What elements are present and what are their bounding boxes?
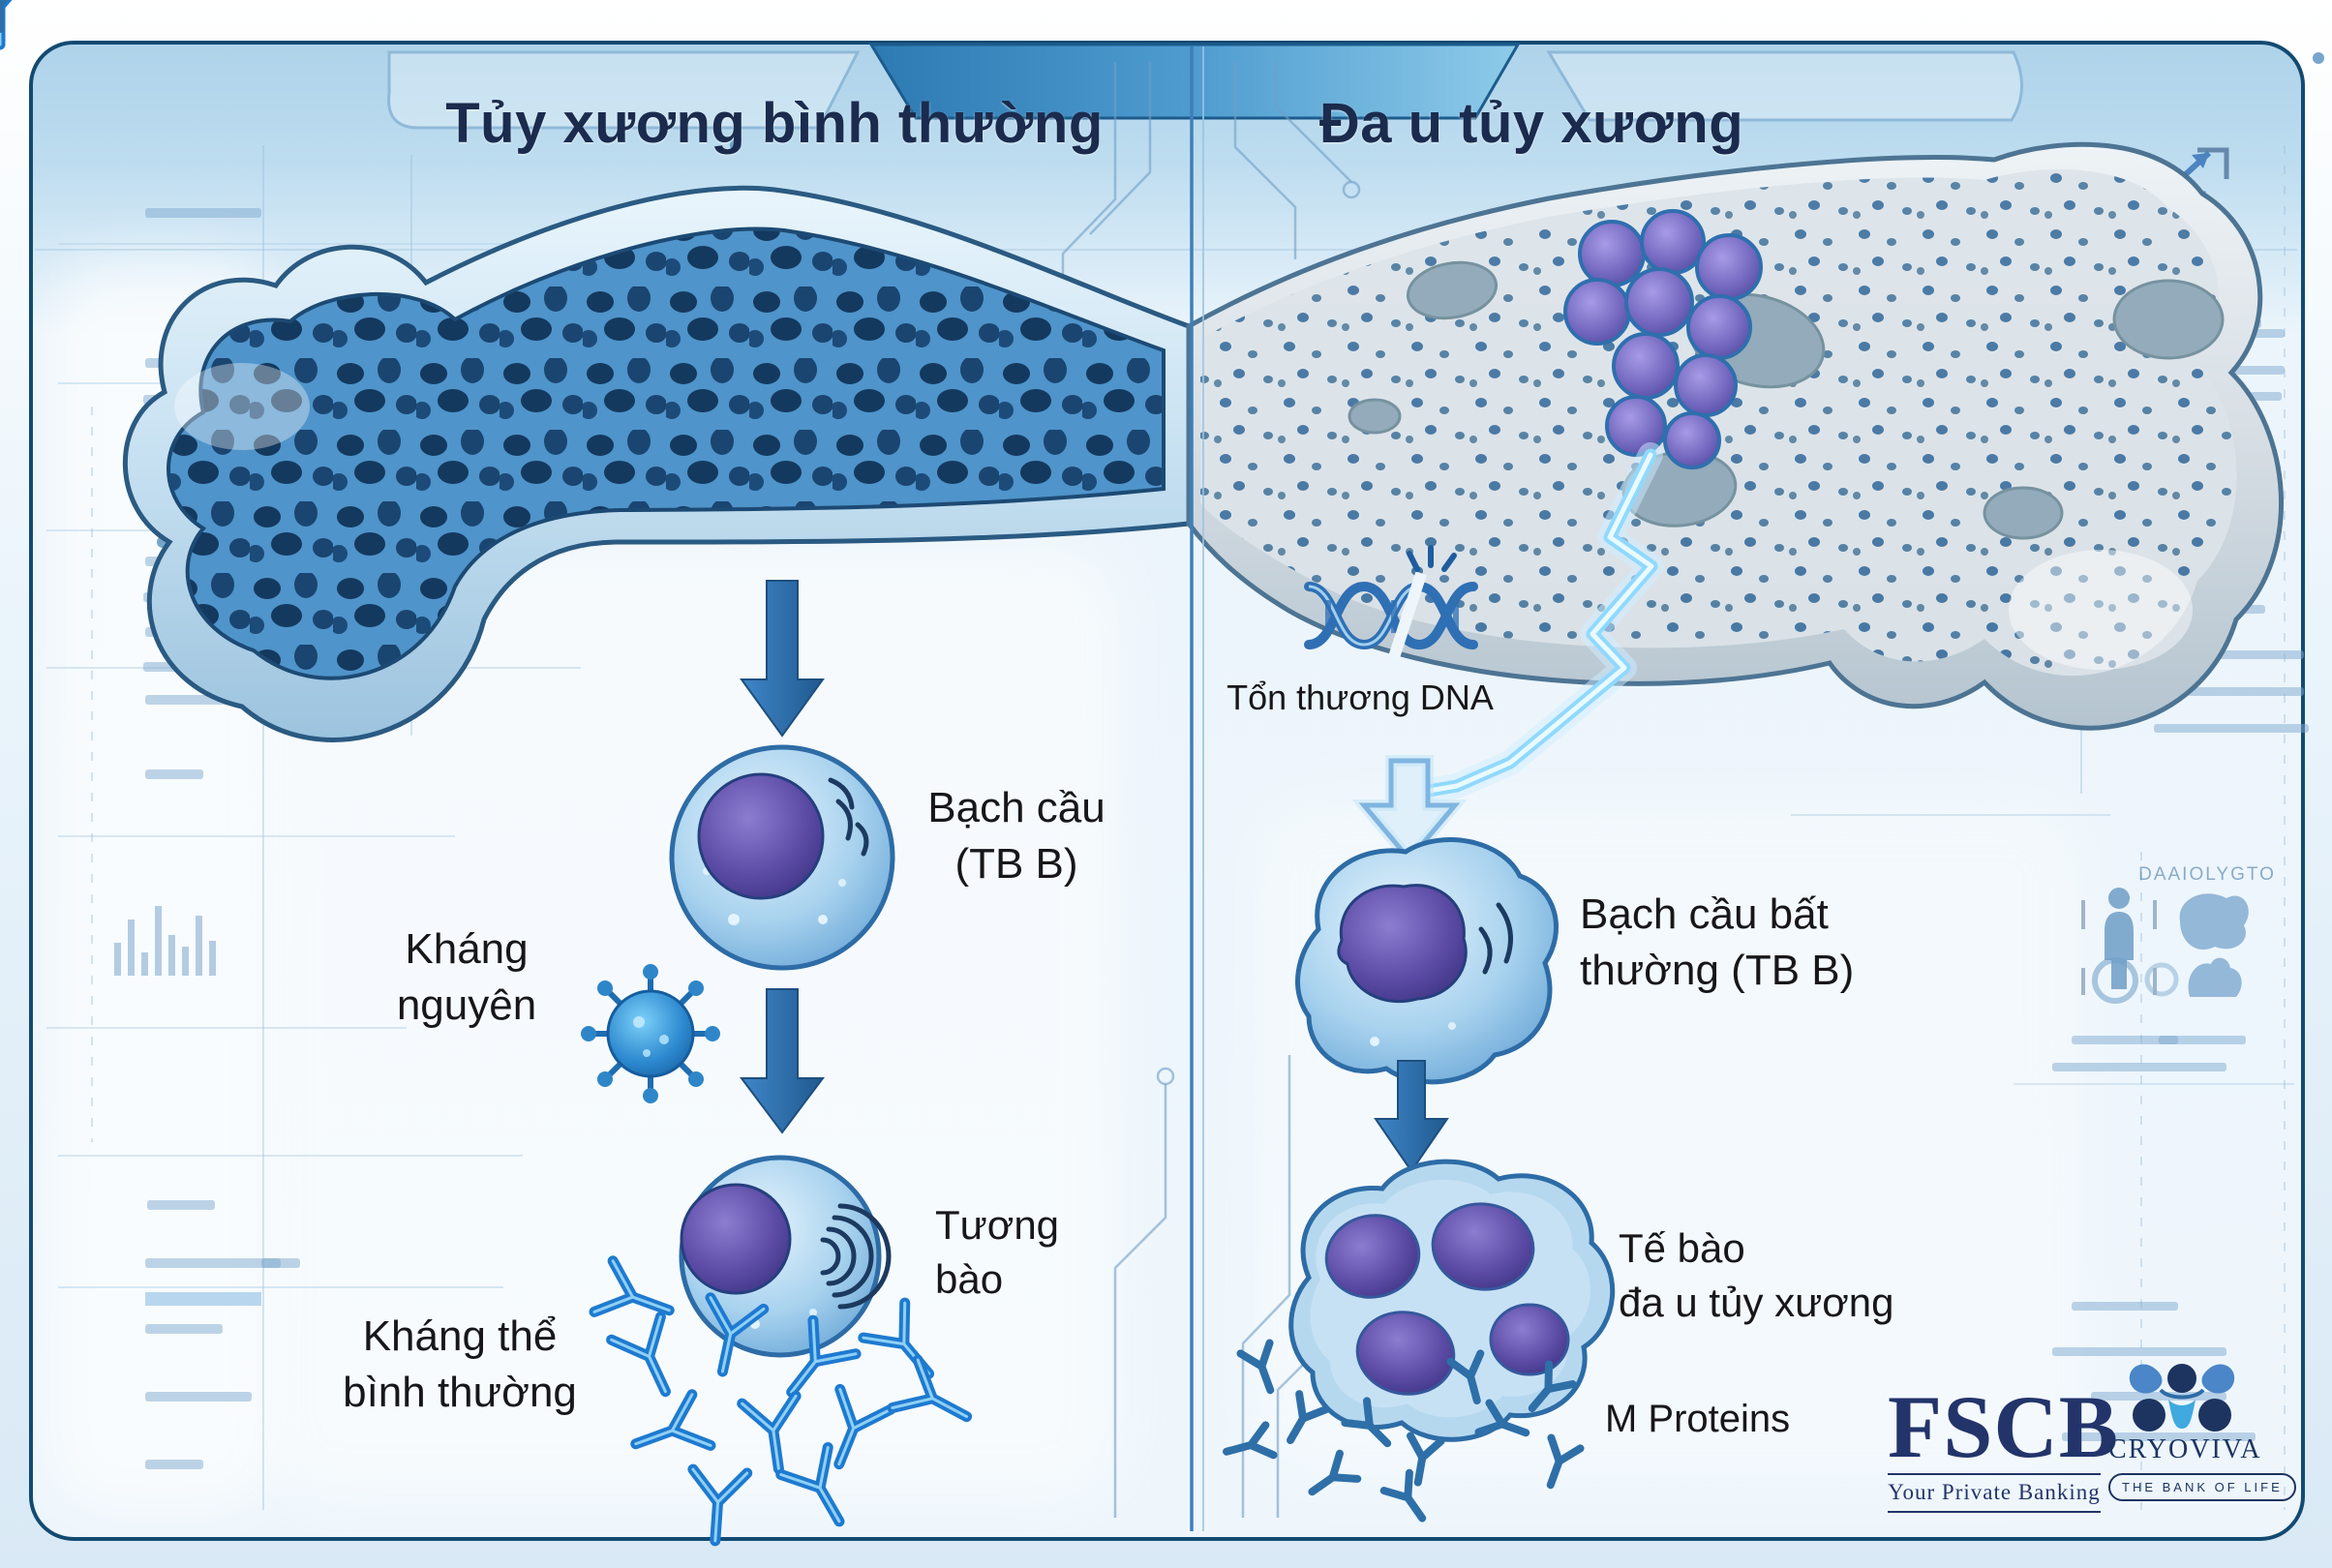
label-m-proteins: M Proteins [1605, 1398, 1791, 1440]
label-b-cell-line1: Bạch cầu [927, 784, 1105, 831]
label-dna-damage: Tổn thương DNA [1227, 678, 1494, 717]
label-abnormal-b-cell: Bạch cầu bất thường (TB B) [1580, 887, 1948, 999]
label-normal-antibody: Kháng thể bình thường [290, 1309, 629, 1421]
cryoviva-logo-spacer [2108, 1363, 2256, 1432]
cryoviva-logo: CRYOVIVA THE BANK OF LIFE [2108, 1363, 2296, 1501]
fscb-logo-text: FSCB [1888, 1377, 2120, 1476]
label-b-cell: Bạch cầu (TB B) [900, 780, 1133, 892]
label-b-cell-line2: (TB B) [954, 840, 1078, 889]
label-abnormal-line1: Bạch cầu bất [1580, 890, 1829, 938]
label-antigen-line2: nguyên [396, 981, 537, 1030]
title-left: Tủy xương bình thường [445, 92, 1104, 155]
label-antigen-line1: Kháng [405, 925, 529, 973]
label-myeloma-line2: đa u tủy xương [1619, 1280, 1894, 1326]
fscb-tagline: Your Private Banking [1888, 1473, 2101, 1513]
label-antibody-line1: Kháng thể [362, 1312, 558, 1360]
label-antibody-line2: bình thường [343, 1369, 577, 1417]
decor-caption: DAAIOLYGTO [2138, 864, 2276, 885]
cryoviva-logo-text: CRYOVIVA [2108, 1434, 2262, 1464]
cryoviva-tagline: THE BANK OF LIFE [2108, 1473, 2296, 1501]
label-plasma-line1: Tương [935, 1202, 1060, 1248]
label-plasma-line2: bào [935, 1256, 1004, 1303]
label-plasma-cell: Tương bào [935, 1198, 1158, 1308]
background-highlight-left [52, 257, 275, 1506]
title-right: Đa u tủy xương [1318, 92, 1744, 155]
label-myeloma-cells: Tế bào đa u tủy xương [1619, 1221, 1948, 1331]
label-antigen: Kháng nguyên [341, 921, 592, 1034]
label-abnormal-line2: thường (TB B) [1580, 947, 1855, 995]
fscb-logo: FSCB Your Private Banking [1888, 1377, 2120, 1513]
label-myeloma-line1: Tế bào [1619, 1225, 1745, 1271]
